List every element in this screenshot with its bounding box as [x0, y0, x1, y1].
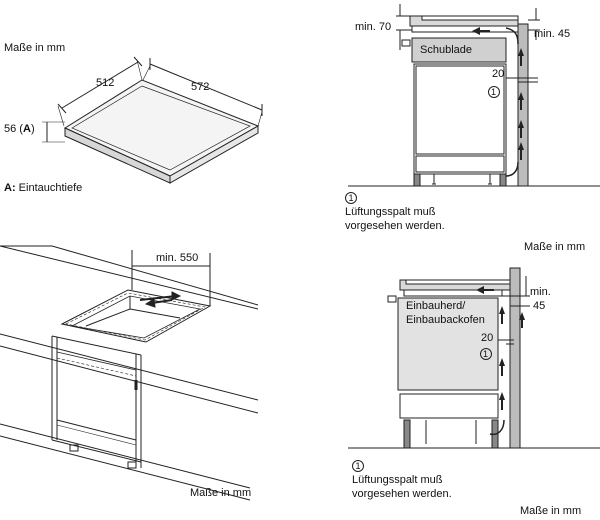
dim-min-cutout-label: min. 550: [156, 252, 199, 264]
oven-label-2: Einbaubackofen: [406, 314, 485, 326]
unit-note-bottom-left: Maße in mm: [190, 487, 252, 499]
note-line-1: Lüftungsspalt muß: [345, 206, 436, 218]
note-marker-bottom: 1: [352, 460, 364, 473]
unit-note-bottom-right: Maße in mm: [520, 505, 582, 517]
legend-key: A:: [4, 182, 16, 194]
oven-install-drawing: [348, 267, 600, 449]
dim-right-label-line2: 45: [533, 300, 546, 312]
legend-depth: A: Eintauchtiefe: [4, 182, 82, 195]
dim-depth-label: 572: [191, 81, 210, 93]
dim-height-marker: A: [22, 123, 31, 135]
dim-right-label-line1: min.: [530, 286, 551, 298]
dim-width-label: 512: [96, 77, 115, 89]
drawer-label: Schublade: [420, 44, 472, 56]
circle-marker: 1: [491, 87, 497, 97]
dim-gap-label-oven: 20: [481, 332, 494, 344]
note-circle-marker-bottom: 1: [352, 460, 364, 472]
drawer-install-drawing: [348, 4, 600, 187]
unit-note-top-right: Maße in mm: [524, 241, 586, 253]
dim-height-label: 56 (A): [4, 123, 35, 135]
note-marker-top: 1: [345, 192, 357, 205]
unit-note-top-left: Maße in mm: [4, 42, 66, 54]
dim-gap-label: 20: [492, 68, 505, 80]
circle-marker-oven: 1: [483, 349, 489, 359]
cooktop-drawing: [42, 56, 263, 184]
oven-label-1: Einbauherd/: [406, 300, 466, 312]
dim-height-value: 56: [4, 123, 17, 135]
countertop-drawing: [0, 245, 259, 501]
dim-top-label: min. 70: [355, 21, 392, 33]
note-line-2-bottom: vorgesehen werden.: [352, 488, 452, 500]
dim-right-label: min. 45: [534, 28, 571, 40]
note-line-2: vorgesehen werden.: [345, 220, 445, 232]
note-line-1-bottom: Lüftungsspalt muß: [352, 474, 443, 486]
legend-text: Eintauchtiefe: [18, 182, 83, 194]
note-circle-marker: 1: [345, 192, 357, 204]
